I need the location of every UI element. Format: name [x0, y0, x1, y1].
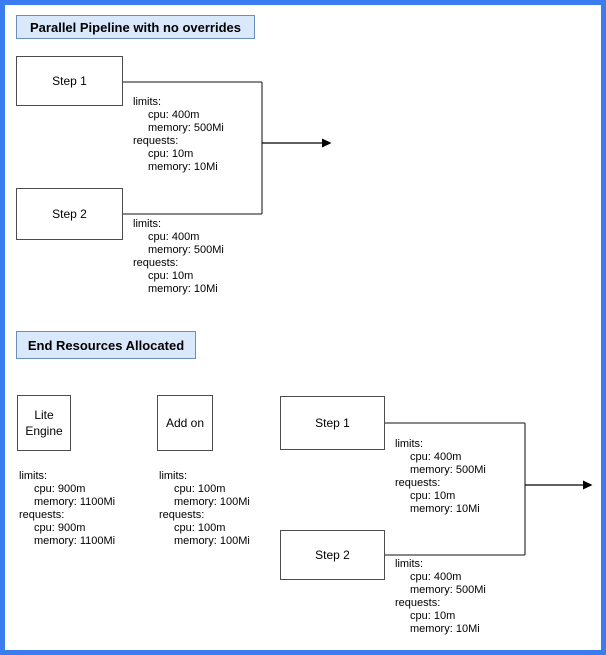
resource-line: cpu: 400m — [148, 109, 200, 121]
resource-line: limits: — [159, 470, 188, 482]
node-parallel-step2: Step 2 — [16, 188, 123, 240]
resource-line: cpu: 100m — [174, 483, 226, 495]
resource-line: cpu: 400m — [410, 571, 462, 583]
resource-line: memory: 500Mi — [148, 244, 224, 256]
resource-line: memory: 100Mi — [174, 535, 250, 547]
resource-line: cpu: 400m — [410, 451, 462, 463]
resource-line: limits: — [133, 96, 162, 108]
node-parallel-step1: Step 1 — [16, 56, 123, 106]
resource-line: limits: — [395, 438, 424, 450]
resource-line: memory: 10Mi — [410, 503, 480, 515]
resource-line: requests: — [19, 509, 65, 521]
resource-line: requests: — [159, 509, 205, 521]
resources-parallel-step1: limits: cpu: 400m memory: 500Mi requests… — [133, 96, 224, 174]
resource-line: cpu: 100m — [174, 522, 226, 534]
resources-lite-engine: limits: cpu: 900m memory: 1100Mi request… — [19, 470, 115, 548]
resource-line: memory: 1100Mi — [34, 496, 116, 508]
resource-line: requests: — [133, 257, 179, 269]
node-lite-engine: Lite Engine — [17, 395, 71, 451]
resources-add-on: limits: cpu: 100m memory: 100Mi requests… — [159, 470, 250, 548]
resource-line: memory: 500Mi — [410, 464, 486, 476]
arrowhead-end-output-icon — [583, 480, 593, 490]
resource-line: cpu: 900m — [34, 522, 86, 534]
resource-line: memory: 1100Mi — [34, 535, 116, 547]
resource-line: cpu: 400m — [148, 231, 200, 243]
arrowhead-parallel-output-icon — [322, 138, 332, 148]
resource-line: cpu: 10m — [148, 270, 194, 282]
resource-line: requests: — [395, 477, 441, 489]
resources-end-step1: limits: cpu: 400m memory: 500Mi requests… — [395, 438, 486, 516]
node-add-on: Add on — [157, 395, 213, 451]
resource-line: limits: — [133, 218, 162, 230]
resource-line: cpu: 10m — [410, 610, 456, 622]
resource-line: cpu: 10m — [148, 148, 194, 160]
resource-line: requests: — [133, 135, 179, 147]
resource-line: memory: 500Mi — [148, 122, 224, 134]
resource-line: memory: 500Mi — [410, 584, 486, 596]
resource-line: memory: 100Mi — [174, 496, 250, 508]
node-end-step2: Step 2 — [280, 530, 385, 580]
resource-line: limits: — [395, 558, 424, 570]
section-title-end-resources: End Resources Allocated — [16, 331, 196, 359]
resource-line: memory: 10Mi — [410, 623, 480, 635]
resources-parallel-step2: limits: cpu: 400m memory: 500Mi requests… — [133, 218, 224, 296]
resource-line: cpu: 900m — [34, 483, 86, 495]
resource-line: memory: 10Mi — [148, 283, 218, 295]
node-end-step1: Step 1 — [280, 396, 385, 450]
resource-line: limits: — [19, 470, 48, 482]
section-title-parallel-pipeline: Parallel Pipeline with no overrides — [16, 15, 255, 39]
resource-line: memory: 10Mi — [148, 161, 218, 173]
resource-line: cpu: 10m — [410, 490, 456, 502]
resource-line: requests: — [395, 597, 441, 609]
resources-end-step2: limits: cpu: 400m memory: 500Mi requests… — [395, 558, 486, 636]
